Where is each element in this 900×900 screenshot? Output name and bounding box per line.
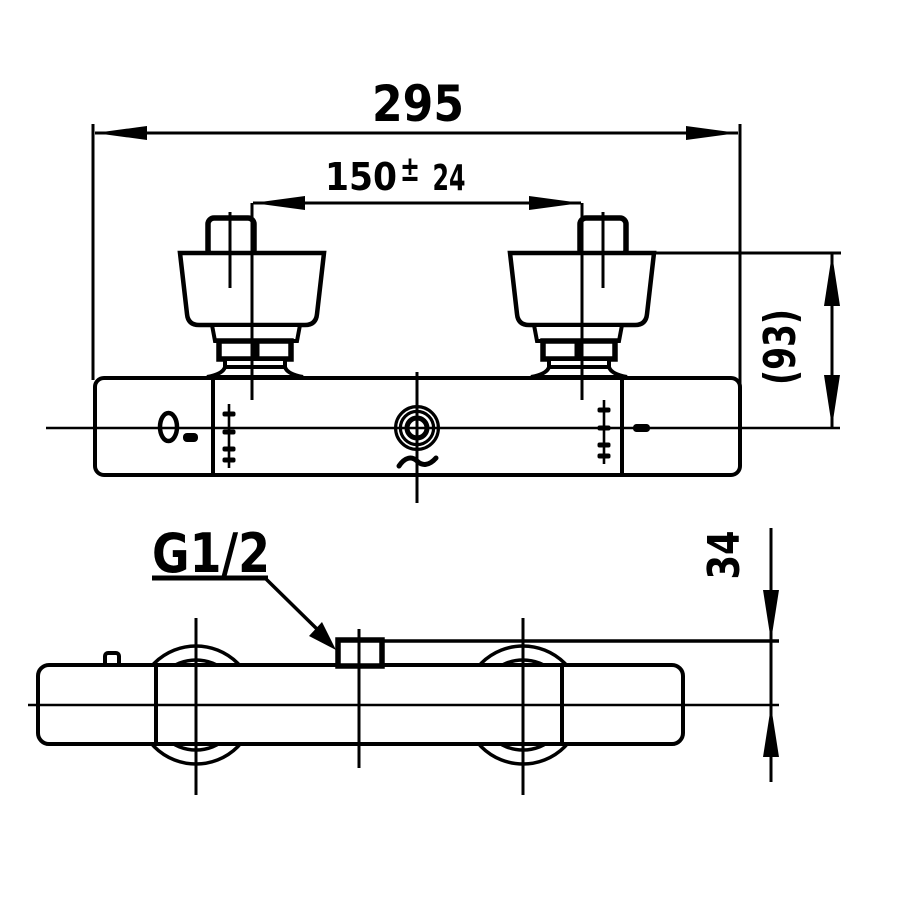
dim-93-label: (93) <box>755 309 806 385</box>
dimension-34: 34 <box>383 528 779 782</box>
dimension-93: (93) <box>654 251 841 428</box>
left-handle-collar <box>209 323 303 343</box>
left-handle-bell <box>206 365 304 379</box>
tick <box>597 442 611 448</box>
tick <box>597 453 611 459</box>
arrowhead-right <box>686 126 738 140</box>
arrowhead-left <box>253 196 305 210</box>
button-mark <box>183 433 198 442</box>
front-view: 295 150 ± 24 <box>46 75 841 503</box>
tick <box>222 457 236 463</box>
thread-label: G1/2 <box>152 522 270 585</box>
arrowhead-down <box>824 375 840 427</box>
dim-150-label: 150 <box>325 155 397 199</box>
tick <box>597 407 611 413</box>
dimension-295: 295 <box>91 75 742 440</box>
right-union-centermark <box>597 400 611 464</box>
leader-arrowhead <box>309 622 336 650</box>
arrowhead-up <box>824 254 840 306</box>
left-union-centermark <box>222 404 236 468</box>
arrowhead-right <box>529 196 581 210</box>
dimension-150-24: 150 ± 24 <box>253 149 581 210</box>
dim-34-label: 34 <box>699 531 750 580</box>
tick <box>222 446 236 452</box>
tick <box>222 411 236 417</box>
plus-minus-label: ± <box>400 149 420 190</box>
tick <box>222 429 236 435</box>
leader-line <box>263 576 321 633</box>
thread-callout: G1/2 <box>152 522 336 650</box>
right-handle-collar <box>531 323 625 343</box>
arrowhead-up <box>763 706 779 757</box>
top-view: 34 G1/2 <box>28 522 779 795</box>
dim-24-label: 24 <box>433 158 466 199</box>
arrowhead-down <box>763 590 779 641</box>
dim-295-label: 295 <box>372 75 464 133</box>
arrowhead-left <box>95 126 147 140</box>
right-handle-bell <box>530 365 628 379</box>
